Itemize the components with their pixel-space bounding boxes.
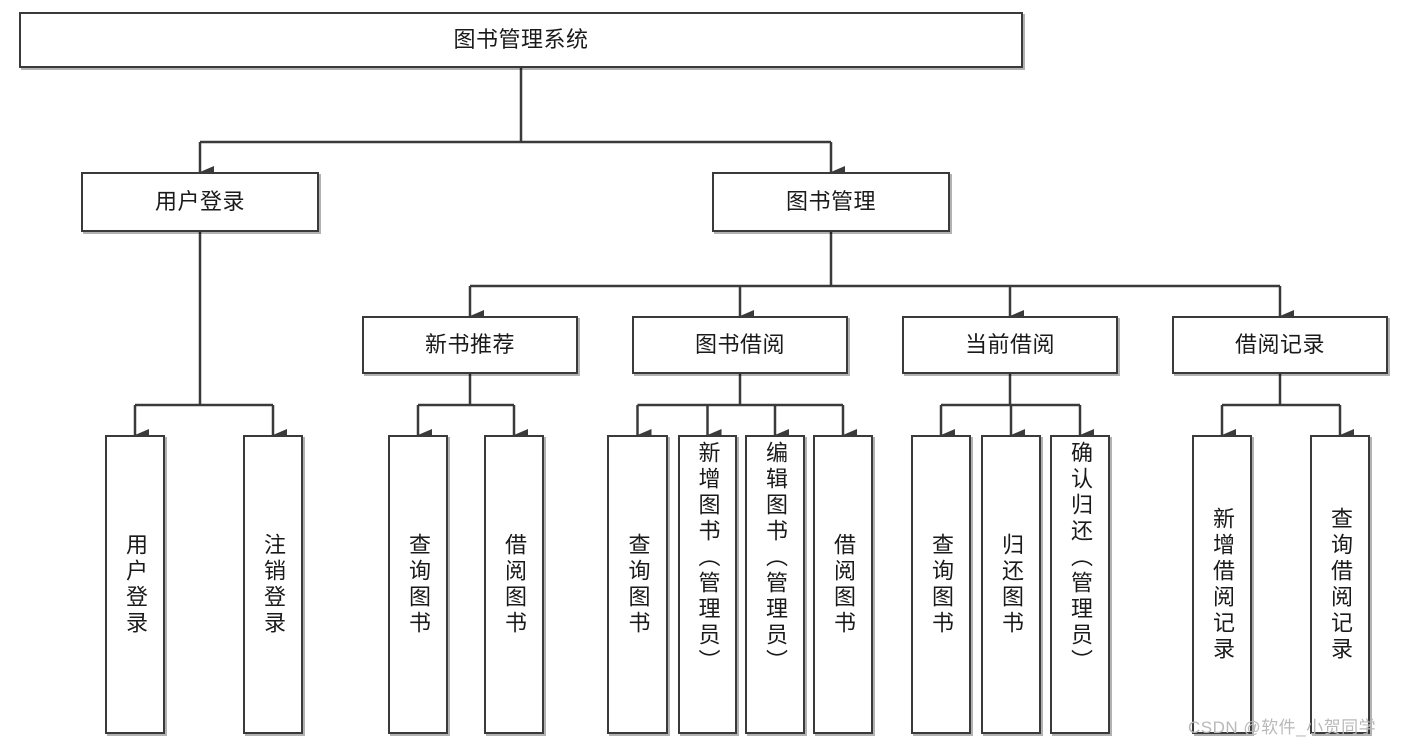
leaf-borrow-book-rec-label: 借阅图书 xyxy=(502,532,527,637)
leaf-return-book-label: 归还图书 xyxy=(999,532,1024,637)
node-borrow-record[interactable]: 借阅记录 xyxy=(1172,316,1388,374)
leaf-logout-label: 注销登录 xyxy=(261,532,286,637)
node-current-borrow[interactable]: 当前借阅 xyxy=(902,316,1118,374)
leaf-query-book-borrow[interactable]: 查询图书 xyxy=(607,435,668,734)
leaf-query-borrow-record[interactable]: 查询借阅记录 xyxy=(1310,435,1370,734)
node-new-book-recommend-label: 新书推荐 xyxy=(424,331,515,357)
leaf-add-borrow-record-label: 新增借阅记录 xyxy=(1210,506,1235,663)
leaf-query-book-borrow-label: 查询图书 xyxy=(625,532,651,637)
leaf-confirm-return-admin[interactable]: 确认归还（管理员） xyxy=(1050,435,1110,734)
leaf-borrow-book-rec[interactable]: 借阅图书 xyxy=(484,435,544,734)
leaf-borrow-book-label: 借阅图书 xyxy=(831,532,856,637)
leaf-return-book[interactable]: 归还图书 xyxy=(981,435,1041,734)
leaf-add-book-admin-label: 新增图书（管理员） xyxy=(695,441,721,675)
node-book-manage[interactable]: 图书管理 xyxy=(712,172,950,232)
leaf-edit-book-admin-label: 编辑图书（管理员） xyxy=(763,441,788,675)
leaf-add-book-admin[interactable]: 新增图书（管理员） xyxy=(678,435,737,734)
node-user-login[interactable]: 用户登录 xyxy=(81,172,319,232)
leaf-query-book-current-label: 查询图书 xyxy=(929,532,954,637)
node-book-manage-label: 图书管理 xyxy=(785,188,876,214)
node-root-label: 图书管理系统 xyxy=(453,26,589,52)
leaf-logout[interactable]: 注销登录 xyxy=(243,435,303,734)
leaf-query-book-current[interactable]: 查询图书 xyxy=(911,435,971,734)
node-new-book-recommend[interactable]: 新书推荐 xyxy=(362,316,578,374)
watermark-text: CSDN @软件_小贺同学 xyxy=(1188,718,1377,737)
node-book-borrow-label: 图书借阅 xyxy=(694,331,785,357)
leaf-borrow-book[interactable]: 借阅图书 xyxy=(813,435,873,734)
leaf-confirm-return-admin-label: 确认归还（管理员） xyxy=(1068,441,1093,675)
leaf-user-login-label: 用户登录 xyxy=(123,532,148,637)
node-borrow-record-label: 借阅记录 xyxy=(1234,331,1325,357)
leaf-query-book-rec[interactable]: 查询图书 xyxy=(388,435,448,734)
leaf-edit-book-admin[interactable]: 编辑图书（管理员） xyxy=(745,435,805,734)
node-user-login-label: 用户登录 xyxy=(154,188,245,214)
leaf-query-borrow-record-label: 查询借阅记录 xyxy=(1328,506,1353,663)
node-book-borrow[interactable]: 图书借阅 xyxy=(632,316,848,374)
leaf-user-login[interactable]: 用户登录 xyxy=(105,435,165,734)
node-current-borrow-label: 当前借阅 xyxy=(964,331,1055,357)
leaf-add-borrow-record[interactable]: 新增借阅记录 xyxy=(1192,435,1252,734)
leaf-query-book-rec-label: 查询图书 xyxy=(406,532,431,637)
node-root[interactable]: 图书管理系统 xyxy=(19,12,1023,68)
